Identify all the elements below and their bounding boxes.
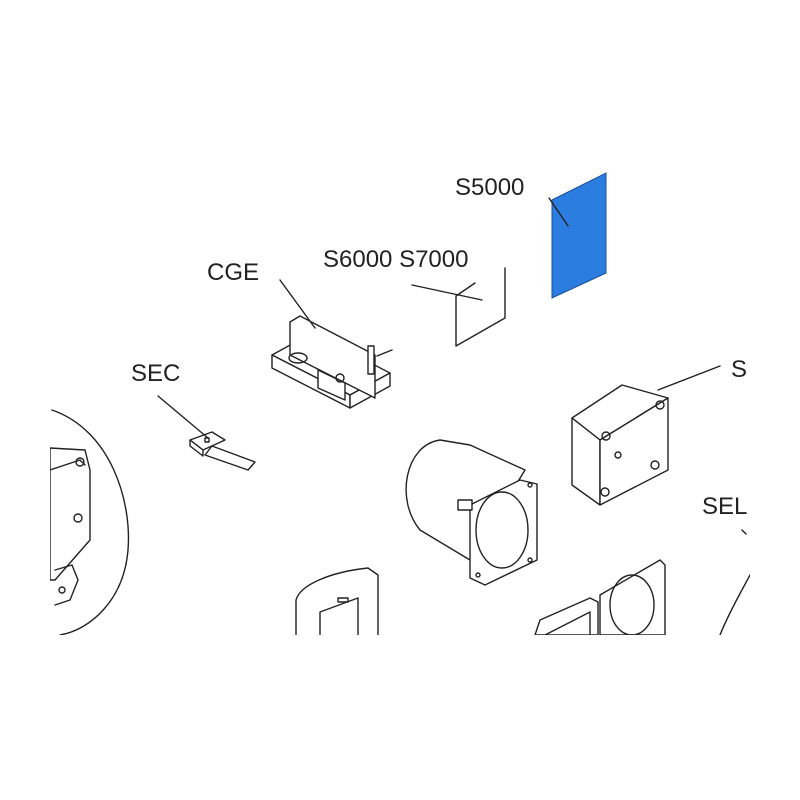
s-box-part[interactable] (571, 365, 721, 506)
motor-part[interactable] (405, 439, 538, 586)
sel-part-edge (719, 574, 750, 635)
label-s: S (731, 356, 747, 383)
label-s5000: S5000 (455, 174, 524, 201)
label-sec: SEC (131, 360, 180, 387)
s5000-panel[interactable] (551, 172, 607, 299)
sec-part[interactable] (157, 395, 256, 471)
frame-part-right[interactable] (534, 559, 666, 635)
cge-part[interactable] (271, 279, 393, 409)
s5000-leader (548, 197, 569, 227)
label-s6000-s7000: S6000 S7000 (323, 246, 468, 273)
label-sel: SEL (702, 493, 747, 520)
s6000-s7000-panel[interactable] (411, 267, 506, 347)
right-crop-mask (748, 340, 800, 540)
sel-leader (741, 529, 747, 535)
label-cge: CGE (207, 259, 259, 286)
detail-circle (50, 409, 130, 635)
frame-part-left[interactable] (295, 567, 379, 635)
